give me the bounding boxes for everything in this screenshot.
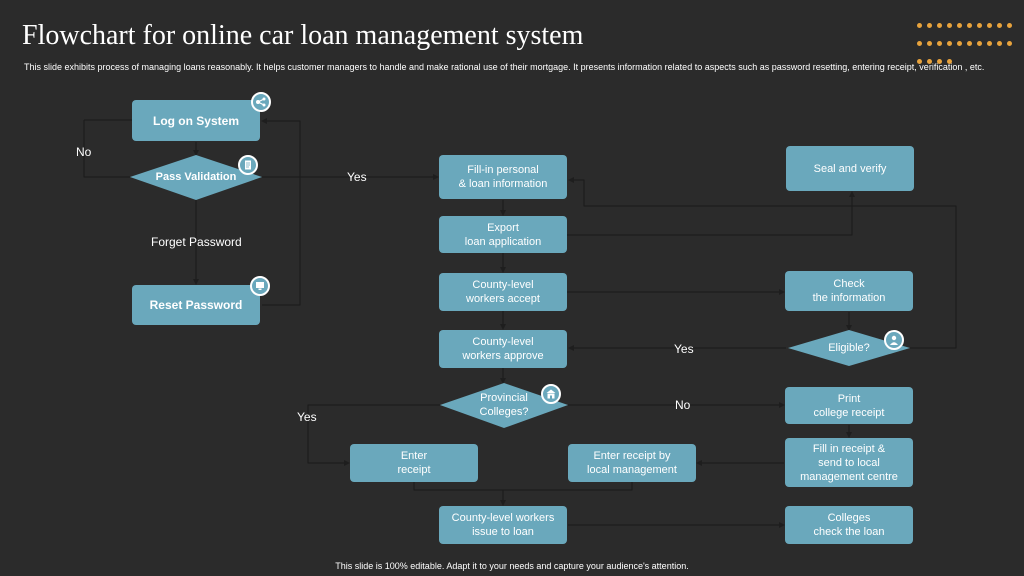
edge-label-no-provincial: No: [675, 398, 691, 412]
computer-icon: [250, 276, 270, 296]
building-icon: [541, 384, 561, 404]
node-enter-receipt: Enter receipt: [350, 444, 478, 482]
document-icon: [238, 155, 258, 175]
node-eligible: Eligible?: [828, 342, 870, 354]
decorative-dots: [914, 16, 1020, 70]
person-icon: [884, 330, 904, 350]
node-fill-in-receipt: Fill in receipt & send to local manageme…: [785, 438, 913, 487]
slide-description: This slide exhibits process of managing …: [24, 62, 985, 72]
node-reset-password: Reset Password: [132, 285, 260, 325]
eligible-diamond: [788, 330, 910, 366]
node-provincial-colleges: Provincial Colleges?: [479, 392, 529, 418]
node-colleges-check-loan: Colleges check the loan: [785, 506, 913, 544]
node-seal-and-verify: Seal and verify: [786, 146, 914, 191]
node-county-workers-accept: County-level workers accept: [439, 273, 567, 311]
edge-label-no-left: No: [76, 145, 92, 159]
network-icon: [251, 92, 271, 112]
edge-label-yes-provincial: Yes: [297, 410, 317, 424]
slide-footer: This slide is 100% editable. Adapt it to…: [335, 561, 689, 571]
node-print-college-receipt: Print college receipt: [785, 387, 913, 424]
node-check-information: Check the information: [785, 271, 913, 311]
edge-label-forget-password: Forget Password: [151, 235, 242, 249]
node-enter-receipt-local: Enter receipt by local management: [568, 444, 696, 482]
node-county-workers-issue: County-level workers issue to loan: [439, 506, 567, 544]
pass-validation-diamond: [130, 155, 262, 200]
node-export-application: Export loan application: [439, 216, 567, 253]
node-fill-in-information: Fill-in personal & loan information: [439, 155, 567, 199]
node-county-workers-approve: County-level workers approve: [439, 330, 567, 368]
edge-label-yes-eligible: Yes: [674, 342, 694, 356]
slide-title: Flowchart for online car loan management…: [22, 20, 584, 51]
node-pass-validation: Pass Validation: [155, 171, 237, 183]
provincial-colleges-diamond: [440, 383, 568, 428]
node-log-on-system: Log on System: [132, 100, 260, 141]
edge-label-yes-validation: Yes: [347, 170, 367, 184]
